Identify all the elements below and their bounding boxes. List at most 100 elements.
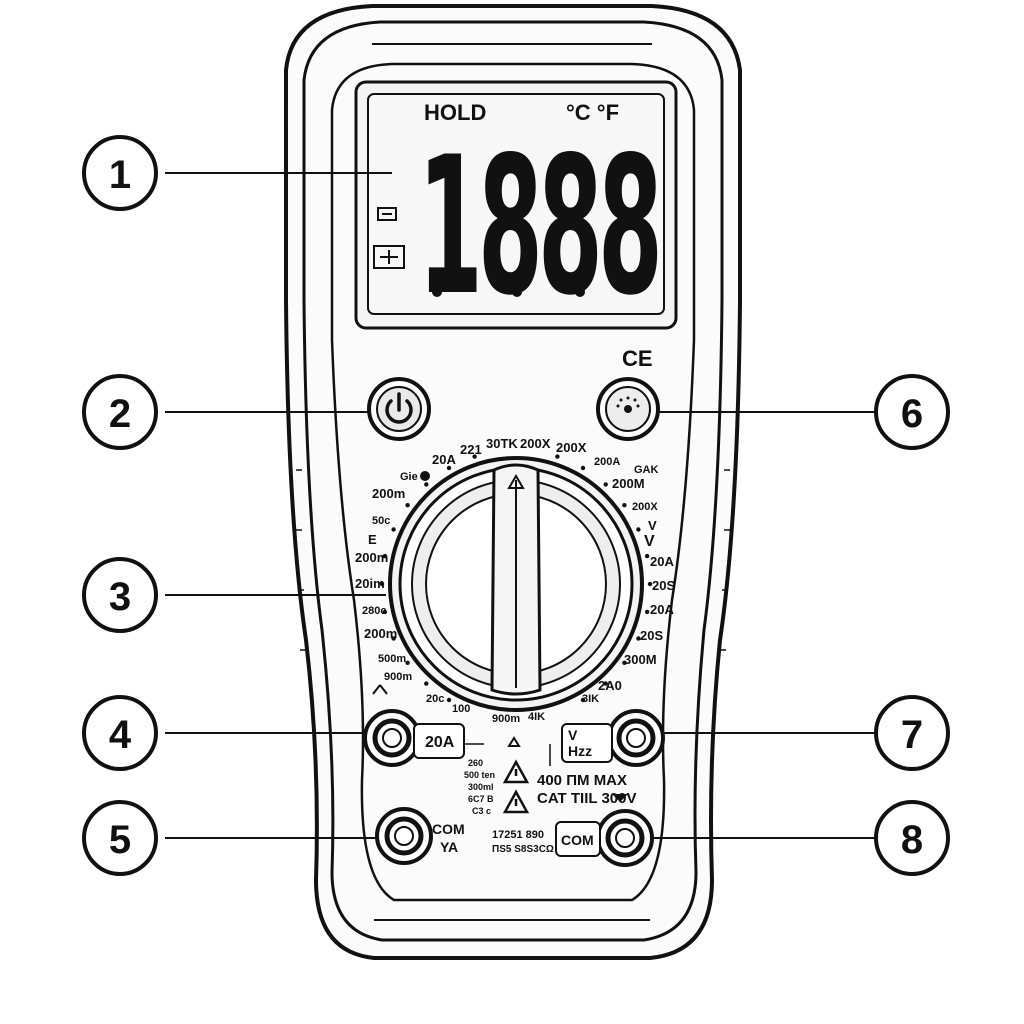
dial-label-right-11: 2A0 xyxy=(598,678,622,693)
com-left-label: COM xyxy=(432,821,465,837)
knob-pointer-icon xyxy=(507,474,525,489)
callout-8: 8 xyxy=(874,800,950,876)
inner-bumper xyxy=(302,20,724,942)
vhz-label-box xyxy=(561,723,613,763)
dial-label-left-4: E xyxy=(368,532,377,547)
max-spec-line1: 400 ΠM MAX xyxy=(537,772,627,789)
bottom-spec-line2: ΠS5 S8S3CΩ xyxy=(492,844,554,855)
dial-labels-top: 20A 221 30TK 200X 200X 200A xyxy=(432,436,620,468)
warning-icon xyxy=(502,789,530,814)
callout-4: 4 xyxy=(82,695,158,771)
callout-7: 7 xyxy=(874,695,950,771)
dial-label-right-9: 20S xyxy=(640,628,663,643)
grip-ridges-right xyxy=(720,469,730,651)
a20-label: 20A xyxy=(425,734,455,751)
com-left-sub-label: YA xyxy=(440,839,458,855)
dial-position-dot xyxy=(647,581,653,587)
warning-icons xyxy=(502,736,530,814)
backlight-button[interactable] xyxy=(596,377,660,441)
dial-position-dot xyxy=(603,482,608,487)
callout-leaders xyxy=(165,172,877,839)
dial-label-top-5: 200X xyxy=(556,440,587,455)
callout-4-number: 4 xyxy=(109,713,132,757)
com-right-label: COM xyxy=(561,832,594,848)
dial-label-top-4: 200X xyxy=(520,436,551,451)
terminal-com-left-jack[interactable] xyxy=(375,807,433,865)
backlight-icon xyxy=(616,396,640,413)
lcd-mode-icon xyxy=(377,207,397,221)
callout-3-number: 3 xyxy=(109,575,131,619)
dial-label-left-3: 50c xyxy=(372,515,390,527)
dial-position-dot xyxy=(446,465,452,471)
lcd-screen xyxy=(367,93,665,315)
a20-notes: 260 500 ten 300ml 6C7 B C3 c xyxy=(464,758,495,816)
lcd-digits: 1888 xyxy=(418,116,658,337)
decimal-points xyxy=(432,287,585,297)
power-button[interactable] xyxy=(367,377,431,441)
small-warning-icon xyxy=(507,736,521,747)
rotary-selector[interactable] xyxy=(379,454,653,712)
dial-label-right-6: 20A xyxy=(650,554,674,569)
dial-position-dot xyxy=(382,553,388,559)
dial-position-dot xyxy=(580,465,586,471)
ground-icon xyxy=(612,794,628,802)
dial-label-left-9: 500m xyxy=(378,653,406,665)
temperature-units: °C °F xyxy=(566,100,619,125)
dial-position-dot xyxy=(636,527,641,532)
callout-2-number: 2 xyxy=(109,392,131,436)
dial-labels-left: Gie 200m 50c E 200m 20im 280c 200m 500m … xyxy=(355,471,444,705)
dial-label-right-1: GAK xyxy=(634,464,659,476)
a20-label-box xyxy=(413,723,465,759)
callout-6-number: 6 xyxy=(901,392,923,436)
dial-position-dot xyxy=(603,681,608,686)
callout-7-number: 7 xyxy=(901,713,923,757)
hold-indicator: HOLD xyxy=(424,100,486,125)
max-spec-line2: CAT TIIL 300V xyxy=(537,790,636,807)
vhz-label-hz: Hzz xyxy=(568,743,592,759)
terminal-20a-jack[interactable] xyxy=(363,709,421,767)
dial-position-dot xyxy=(405,660,410,665)
dial-label-bottom-1: 100 xyxy=(452,703,470,715)
dial-position-dot xyxy=(580,697,586,703)
dial-position-dot xyxy=(379,581,385,587)
dial-position-dot xyxy=(636,636,641,641)
dial-mark-dot xyxy=(420,471,430,481)
dial-label-left-10: 900m xyxy=(384,671,412,683)
dial-position-dot xyxy=(622,503,627,508)
terminal-vhz-jack[interactable] xyxy=(607,709,665,767)
dial-label-left-7: 280c xyxy=(362,605,386,617)
dial-position-dot xyxy=(405,503,410,508)
dial-label-top-6: 200A xyxy=(594,456,620,468)
dial-label-bottom-2: 900m xyxy=(492,713,520,725)
callout-5-number: 5 xyxy=(109,818,131,862)
dial-label-left-8: 200m xyxy=(364,626,397,641)
vhz-label-v: V xyxy=(568,727,578,743)
dial-position-dot xyxy=(555,454,560,459)
grip-ridges-left xyxy=(296,469,306,651)
callout-3: 3 xyxy=(82,557,158,633)
dial-label-right-7: 20S xyxy=(652,578,675,593)
a20-note-3: 300ml xyxy=(468,782,494,792)
callout-1-number: 1 xyxy=(109,153,131,197)
bottom-spec-line1: 17251 890 xyxy=(492,829,544,841)
lcd-display: HOLD °C °F 1888 xyxy=(354,80,678,337)
dial-label-left-6: 20im xyxy=(355,576,385,591)
terminal-com-right-jack[interactable] xyxy=(596,809,654,867)
callout-5: 5 xyxy=(82,800,158,876)
dial-label-top-3: 30TK xyxy=(486,436,518,451)
dial-label-left-2: 200m xyxy=(372,486,405,501)
dial-label-right-5: V xyxy=(644,533,655,550)
a20-note-4: 6C7 B xyxy=(468,794,494,804)
dial-position-dot xyxy=(391,527,396,532)
dial-label-right-3: 200X xyxy=(632,501,658,513)
face-plate xyxy=(330,62,696,902)
dial-position-dot xyxy=(391,636,396,641)
dial-label-top-1: 20A xyxy=(432,452,456,467)
a20-note-5: C3 c xyxy=(472,806,491,816)
callout-1: 1 xyxy=(82,135,158,211)
dial-label-right-4: V xyxy=(648,518,657,533)
dial-position-dot xyxy=(424,681,429,686)
callout-8-number: 8 xyxy=(901,818,923,862)
battery-icon xyxy=(373,245,405,269)
